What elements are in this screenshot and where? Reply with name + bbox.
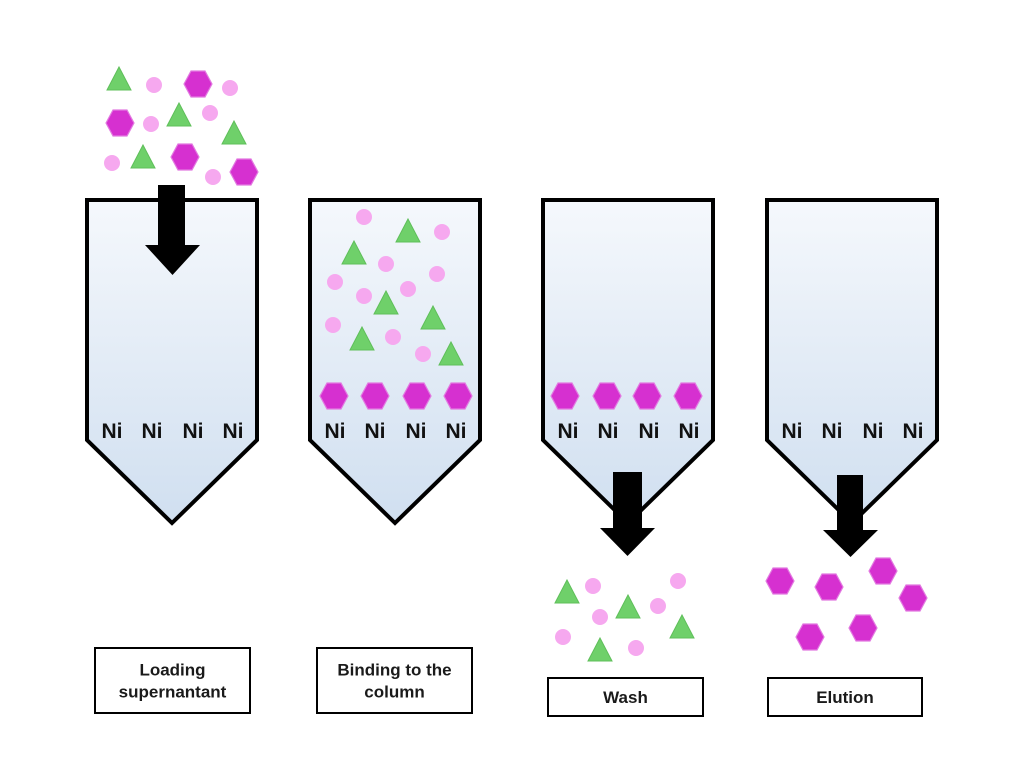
eluted-hexagon [814,573,844,601]
column-elution: Ni Ni Ni Ni [765,198,939,526]
ni-resin-label: Ni [863,420,884,443]
sample-circle [205,169,221,185]
bound-hexagon [632,382,662,410]
sample-triangle [221,119,247,145]
step-label-line: supernantant [119,683,227,702]
step-label-line: Wash [603,688,648,707]
label-box [316,647,473,714]
sample-hexagon [229,158,259,186]
sample-triangle [106,65,132,91]
ni-resin-label: Ni [598,420,619,443]
step-label-line: Binding to the [337,661,451,680]
labels-layer: Loading supernantant Binding to the column W… [94,647,923,717]
ni-resin-label: Ni [102,420,123,443]
wash-outflow-arrow-icon [600,472,655,556]
step-label-binding: Binding to the column [316,647,473,714]
unbound-circle [378,256,394,272]
unbound-circle [434,224,450,240]
eluted-hexagon [898,584,928,612]
step-label-line: column [364,683,424,702]
ni-resin-label: Ni [558,420,579,443]
ni-resin-label: Ni [446,420,467,443]
elution-outflow-arrow-icon [823,475,878,557]
eluted-hexagon [765,567,795,595]
column-body [765,198,939,526]
column-body [541,198,715,526]
sample-triangle [130,143,156,169]
wash-triangle [615,593,641,619]
ni-resin-label: Ni [406,420,427,443]
column-loading: Ni Ni Ni Ni [85,198,259,526]
label-box [547,677,704,717]
bound-hexagon [360,382,390,410]
ni-resin-label: Ni [679,420,700,443]
unbound-circle [385,329,401,345]
step-label-elution: Elution [767,677,923,717]
unbound-triangle [395,217,421,243]
wash-triangle [554,578,580,604]
columns-layer: Ni Ni Ni Ni Ni Ni Ni Ni Ni Ni Ni Ni Ni Ni Ni Ni [85,198,939,526]
wash-circle [628,640,644,656]
bound-hexagon [402,382,432,410]
wash-triangle [587,636,613,662]
eluted-hexagon [868,557,898,585]
step-label-line: Elution [816,688,874,707]
ni-resin-label: Ni [142,420,163,443]
unbound-triangle [341,239,367,265]
sample-circle [146,77,162,93]
ni-resin-label: Ni [183,420,204,443]
ni-resin-label: Ni [903,420,924,443]
ni-resin-label: Ni [782,420,803,443]
sample-hexagon [105,109,135,137]
sample-hexagon [183,70,213,98]
bound-hexagon [319,382,349,410]
step-label-loading: Loading supernantant [94,647,251,714]
wash-circle [592,609,608,625]
sample-circle [202,105,218,121]
wash-circle [650,598,666,614]
wash-circle [585,578,601,594]
unbound-circle [356,209,372,225]
eluted-hexagon [848,614,878,642]
ni-resin-label: Ni [822,420,843,443]
wash-circle [555,629,571,645]
column-body [85,198,259,526]
particles-layer [104,65,928,662]
unbound-triangle [349,325,375,351]
unbound-triangle [373,289,399,315]
sample-circle [104,155,120,171]
label-box [767,677,923,717]
step-label-wash: Wash [547,677,704,717]
sample-circle [222,80,238,96]
unbound-circle [356,288,372,304]
ni-resin-label: Ni [365,420,386,443]
wash-circle [670,573,686,589]
bound-hexagon [443,382,473,410]
unbound-circle [327,274,343,290]
ni-resin-label: Ni [639,420,660,443]
label-box [94,647,251,714]
loading-arrow-icon [145,185,200,275]
step-label-line: Loading [139,661,205,680]
bound-hexagon [550,382,580,410]
unbound-circle [325,317,341,333]
ni-resin-label: Ni [223,420,244,443]
eluted-hexagon [795,623,825,651]
sample-hexagon [170,143,200,171]
sample-triangle [166,101,192,127]
column-wash: Ni Ni Ni Ni [541,198,715,526]
arrows-layer [145,185,878,557]
unbound-circle [400,281,416,297]
unbound-triangle [420,304,446,330]
unbound-triangle [438,340,464,366]
unbound-circle [429,266,445,282]
bound-hexagon [592,382,622,410]
sample-circle [143,116,159,132]
ni-resin-label: Ni [325,420,346,443]
unbound-circle [415,346,431,362]
bound-hexagon [673,382,703,410]
wash-triangle [669,613,695,639]
